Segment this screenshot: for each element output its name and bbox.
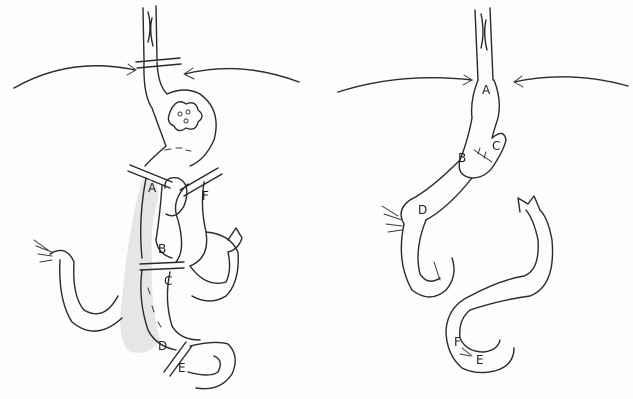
right-diaphragm-arc-left — [338, 78, 472, 92]
right-esophagus — [475, 8, 493, 80]
left-outer-loop — [50, 250, 122, 331]
left-hiatus-clamp — [136, 58, 181, 68]
left-diaphragm-arc-right — [185, 69, 299, 82]
right-diaphragm-arc-right — [514, 77, 628, 86]
right-bc-anastomosis — [474, 148, 492, 162]
right-label-a: A — [482, 83, 491, 97]
left-label-a: A — [148, 181, 157, 195]
right-label-f: F — [454, 335, 461, 349]
right-label-b: B — [458, 151, 466, 165]
right-label-c: C — [492, 139, 500, 153]
left-distal-loop — [188, 342, 235, 388]
right-stub — [434, 262, 440, 280]
right-label-d: D — [418, 203, 427, 217]
right-segment-to-d — [401, 160, 472, 224]
left-label-b: B — [158, 242, 166, 256]
right-cut-end — [518, 196, 540, 212]
left-label-d: D — [158, 339, 167, 353]
left-label-f: F — [202, 189, 209, 203]
right-efferent-loop — [470, 210, 553, 310]
right-figure: A B C D F E — [338, 8, 628, 373]
left-stomach-pouch — [144, 62, 216, 166]
right-fringe — [382, 206, 402, 232]
left-diaphragm-arc-left — [14, 66, 135, 88]
left-cut-end-right — [228, 228, 242, 252]
right-jejunal-loop — [401, 220, 454, 297]
left-esophagus — [143, 6, 157, 60]
left-fringe — [34, 240, 52, 262]
right-label-e: E — [476, 353, 484, 367]
left-tumour — [168, 102, 202, 131]
left-figure: A F B C D E — [14, 6, 299, 389]
left-efferent-loop — [190, 232, 238, 301]
left-label-e: E — [178, 361, 186, 375]
left-label-c: C — [164, 274, 172, 288]
left-mesentery-shade — [120, 180, 160, 353]
left-stomach-dash — [165, 148, 191, 151]
